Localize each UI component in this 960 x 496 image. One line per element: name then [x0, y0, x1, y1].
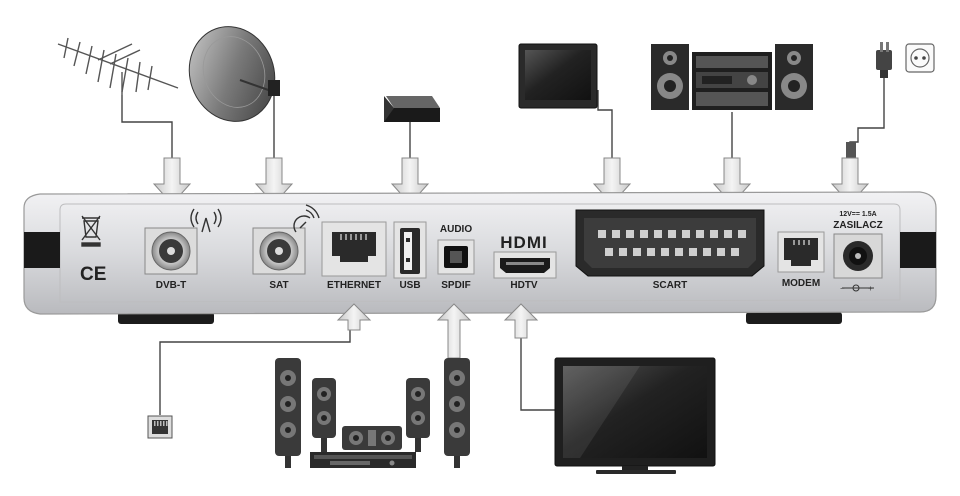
scart-pin: [633, 248, 641, 256]
ce-mark: CE: [80, 264, 106, 285]
dvbt-label: DVB-T: [156, 280, 187, 291]
usb-port[interactable]: [393, 221, 427, 279]
up-arrows: [336, 303, 539, 359]
dvbt-port[interactable]: [144, 227, 198, 275]
scart-label: SCART: [653, 280, 687, 291]
arrow-up-icon: [336, 303, 372, 331]
scart-pin: [668, 230, 676, 238]
modem-label: MODEM: [782, 278, 820, 289]
scart-pin: [689, 248, 697, 256]
home-theater-icon: [275, 358, 470, 468]
scart-pin: [598, 230, 606, 238]
stereo-system-icon: [651, 44, 813, 110]
power-adapter-icon: [846, 42, 892, 158]
ethernet-cable: [159, 328, 351, 415]
audio-label: AUDIO: [440, 224, 472, 235]
satellite-dish-icon: [188, 26, 280, 122]
spdif-label: SPDIF: [441, 280, 470, 291]
scart-pin: [619, 248, 627, 256]
usb-label: USB: [399, 280, 420, 291]
cables: [121, 78, 885, 415]
scart-pin: [654, 230, 662, 238]
antenna-cable: [121, 95, 173, 158]
scart-pin: [661, 248, 669, 256]
power-rating-label: 12V== 1.5A: [839, 211, 876, 218]
ethernet-port[interactable]: [321, 221, 387, 277]
scart-port[interactable]: [575, 209, 765, 277]
scart-pin: [738, 230, 746, 238]
hdmi-logo: HDMI: [500, 233, 547, 252]
scart-pin: [612, 230, 620, 238]
power-port[interactable]: [833, 233, 883, 279]
scart-pin: [724, 230, 732, 238]
hdtv-label: HDTV: [510, 280, 538, 291]
power-label: ZASILACZ: [833, 220, 882, 231]
ethernet-label: ETHERNET: [327, 280, 381, 291]
sat-port[interactable]: [252, 227, 306, 275]
tv-icon: [518, 43, 598, 109]
scart-pin: [647, 248, 655, 256]
ethernet-plug-icon: [147, 415, 173, 439]
spdif-port[interactable]: [437, 239, 475, 275]
scart-pin: [640, 230, 648, 238]
svg-text:−: −: [840, 284, 845, 293]
arrow-up-icon: [503, 303, 539, 339]
sat-label: SAT: [269, 280, 288, 291]
scart-pin: [696, 230, 704, 238]
wall-socket-icon: [905, 43, 935, 73]
scart-pin: [703, 248, 711, 256]
svg-text:+: +: [868, 284, 873, 293]
scart-pin: [675, 248, 683, 256]
hdtv-icon: [554, 357, 716, 474]
hdmi-port[interactable]: [493, 251, 557, 279]
terrestrial-antenna-icon: [57, 37, 179, 95]
modem-port[interactable]: [777, 231, 825, 273]
scart-pin: [731, 248, 739, 256]
scart-pin: [682, 230, 690, 238]
satellite-signal-icon: [293, 204, 320, 233]
usb-drive-icon: [384, 96, 440, 122]
scart-pin: [626, 230, 634, 238]
scart-pin: [710, 230, 718, 238]
antenna-signal-icon: [190, 208, 222, 233]
scart-pins: [598, 230, 746, 256]
weee-bin-icon: [81, 215, 101, 247]
tv-scart-cable: [597, 90, 613, 158]
hdmi-cable: [520, 338, 556, 411]
scart-pin: [605, 248, 613, 256]
scart-pin: [717, 248, 725, 256]
polarity-icon: − +: [840, 284, 874, 293]
